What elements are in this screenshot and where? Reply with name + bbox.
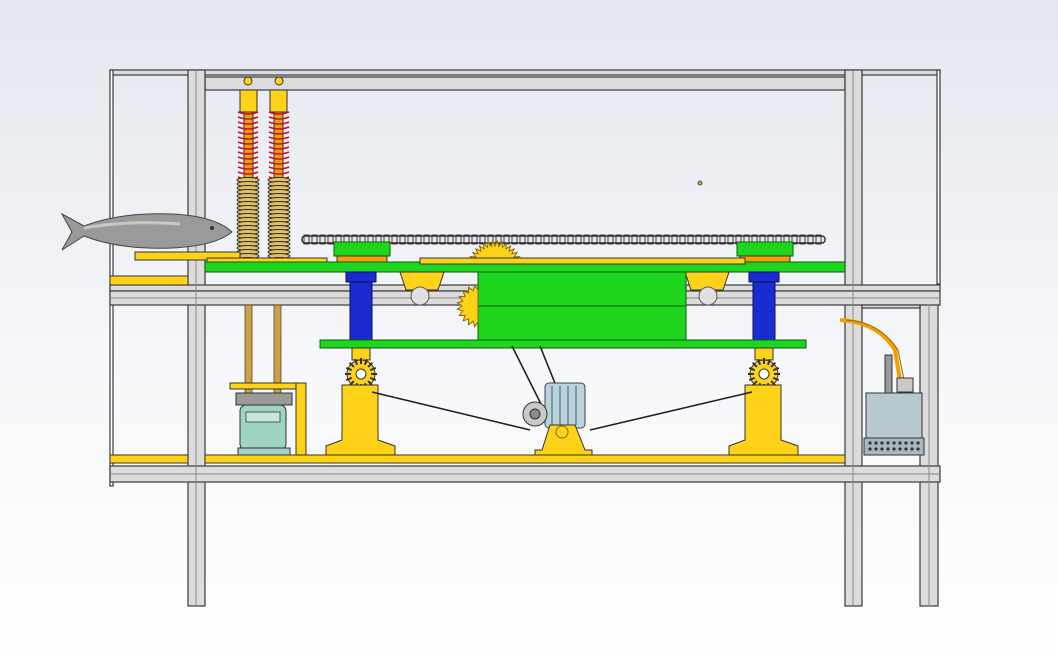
chain-icon [301, 234, 826, 245]
center-housing [477, 271, 687, 341]
lower-plate [319, 339, 807, 349]
column-icon [345, 271, 780, 343]
pump-icon [839, 318, 925, 456]
hose-icon [839, 318, 902, 381]
electric-motor-icon [522, 382, 593, 456]
frame-edges [110, 70, 940, 606]
coil-springs [236, 111, 291, 263]
base-plate [109, 454, 846, 464]
fish-icon [60, 212, 233, 251]
gear-segment-icon [456, 284, 479, 328]
gear-motor-icon [229, 382, 307, 456]
tensioner-bar [419, 257, 746, 265]
bevel-gear-icon [345, 358, 780, 390]
bearing-blocks [399, 271, 730, 306]
fastener-icon [697, 180, 703, 186]
shaft-couplings [351, 347, 774, 361]
